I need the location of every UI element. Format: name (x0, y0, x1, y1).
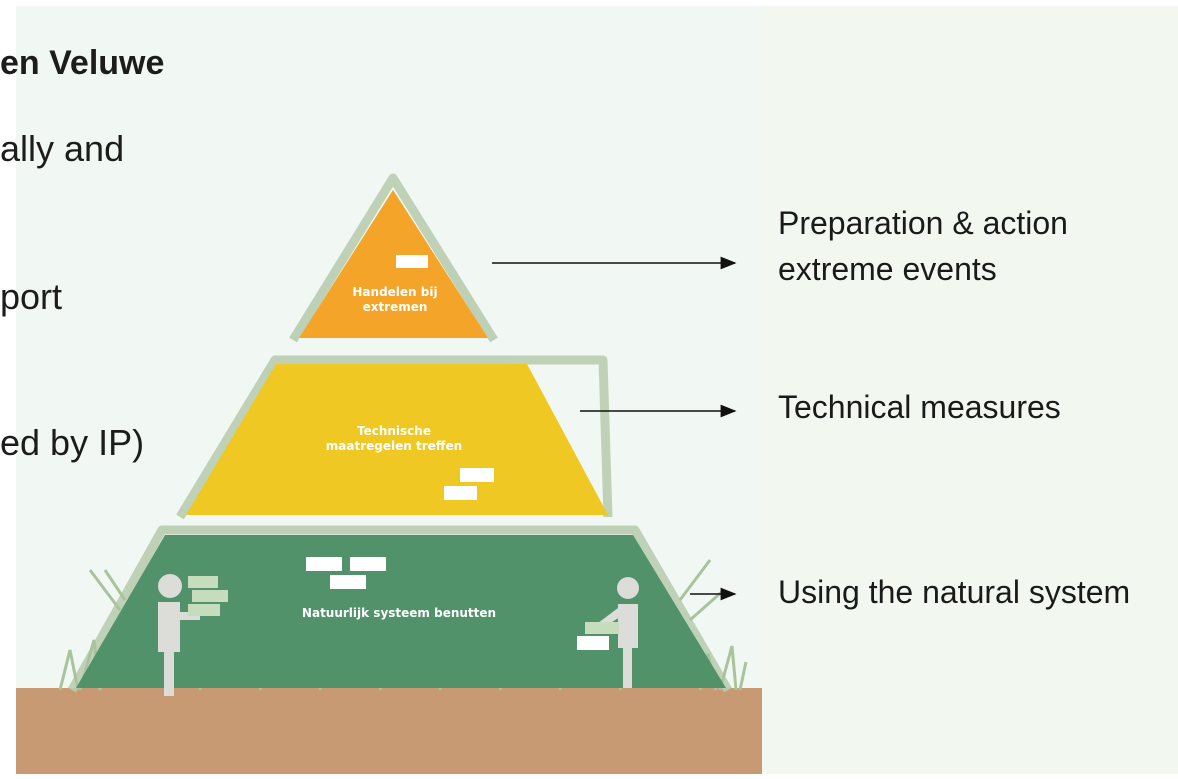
tier-bottom-label-line-1: Natuurlijk systeem benutten (302, 606, 496, 620)
tier-top (299, 190, 488, 338)
background-text-line-3: ed by IP) (0, 422, 145, 463)
tier-top-label-line-2: extremen (363, 300, 428, 314)
left-margin (0, 0, 16, 779)
bricks (306, 255, 609, 650)
tier-bottom (76, 535, 726, 688)
slide-title-fragment: en Veluwe (0, 44, 165, 82)
person-right-illustration (585, 577, 639, 688)
tier-middle-label-line-1: Technische (357, 424, 431, 438)
bottom-margin (0, 774, 1178, 779)
label-natural-system-line-1: Using the natural system (778, 574, 1131, 610)
label-technical-measures: Technical measures (778, 384, 1061, 430)
background-text-line-1: ally and (0, 128, 125, 169)
ground (16, 688, 762, 774)
tier-bottom-label: Natuurlijk systeem benutten (302, 606, 496, 620)
background-text-line-2: port (0, 276, 63, 317)
label-preparation-action-line-1: Preparation & action (778, 205, 1068, 241)
tier-middle-label: Technische maatregelen treffen (326, 424, 462, 453)
tier-middle (186, 364, 608, 515)
label-technical-measures-line-1: Technical measures (778, 389, 1061, 425)
tier-top-label: Handelen bij extremen (352, 285, 437, 314)
label-natural-system: Using the natural system (778, 569, 1130, 615)
tier-top-label-line-1: Handelen bij (352, 285, 437, 299)
top-margin (0, 0, 1178, 6)
tier-middle-label-line-2: maatregelen treffen (326, 439, 462, 453)
person-left-illustration (158, 574, 228, 696)
label-preparation-action-line-2: extreme events (778, 251, 997, 287)
label-preparation-action: Preparation & action extreme events (778, 200, 1068, 292)
label-panel (762, 0, 1178, 779)
grass-decoration (68, 173, 732, 693)
